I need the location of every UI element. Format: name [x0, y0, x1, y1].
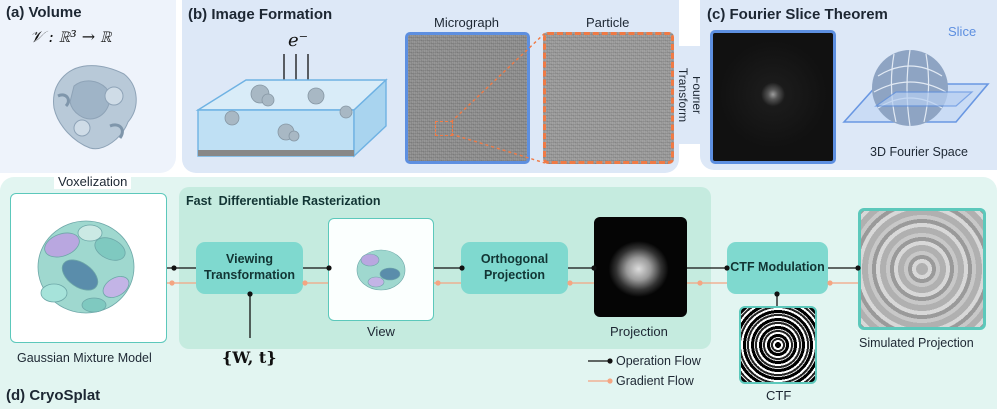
gmm-molecule [37, 220, 135, 314]
slice-label: Slice [948, 24, 977, 39]
projection-label: Projection [610, 324, 668, 339]
particle-label: Particle [586, 15, 630, 30]
cryosplat-title: (d) CryoSplat [6, 387, 101, 404]
projection-image [594, 217, 687, 317]
view-molecule [356, 249, 406, 291]
fourier-space-sphere [842, 49, 990, 127]
particle-image [543, 32, 674, 164]
simulated-projection-label: Simulated Projection [859, 336, 974, 350]
fourier-spectrum-image [710, 30, 836, 164]
ctf-modulation-box: CTF Modulation [727, 242, 828, 294]
ctf-image [739, 306, 817, 384]
voxelization-label: Voxelization [54, 174, 132, 189]
ctf-label: CTF [766, 388, 792, 403]
fourier-slice-title: (c) Fourier Slice Theorem [707, 6, 888, 23]
volume-title: (a) Volume [6, 4, 82, 21]
micrograph-image [405, 32, 530, 164]
volume-molecule [53, 65, 137, 150]
gmm-box [10, 193, 167, 343]
viewing-transformation-box: Viewing Transformation [196, 242, 303, 294]
legend-operation-flow: Operation Flow [616, 354, 701, 368]
image-formation-title: (b) Image Formation [188, 6, 333, 23]
view-label: View [367, 324, 395, 339]
gmm-label: Gaussian Mixture Model [17, 351, 152, 365]
fourier-space-label: 3D Fourier Space [870, 145, 968, 159]
volume-equation: 𝒱 : ℝ³ → ℝ [30, 27, 112, 46]
legend-gradient-flow: Gradient Flow [616, 374, 694, 388]
micrograph-crop-box [435, 121, 453, 136]
specimen-box [195, 54, 388, 158]
micrograph-label: Micrograph [434, 15, 500, 30]
simulated-projection-image [858, 208, 986, 330]
orthogonal-projection-box: Orthogonal Projection [461, 242, 568, 294]
params-label: {W, t} [222, 348, 277, 367]
crop-lines [450, 32, 546, 164]
rasterization-title: Fast Differentiable Rasterization [186, 194, 381, 208]
electron-label: e⁻ [288, 30, 309, 51]
